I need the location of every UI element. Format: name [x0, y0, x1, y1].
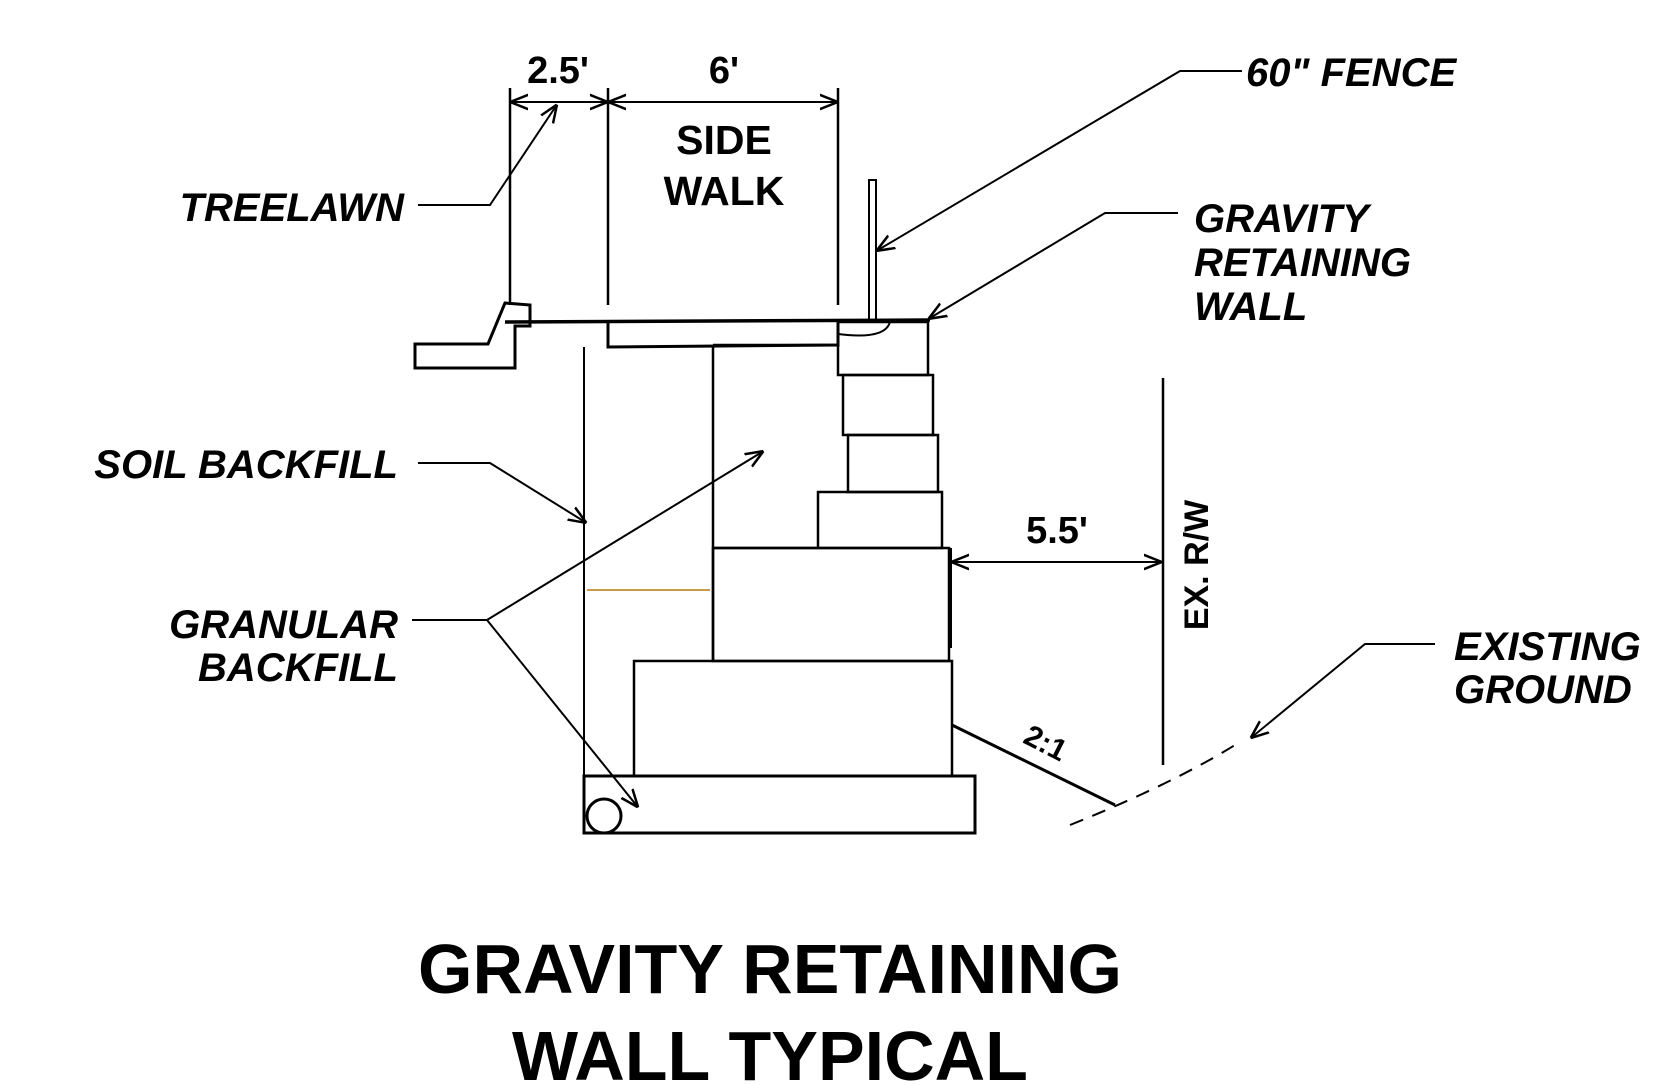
existing-ground-line [1069, 744, 1236, 826]
row-label: EX. R/W [1178, 499, 1216, 630]
treelawn-dimension: 2.5' [527, 50, 589, 92]
curb [413, 301, 532, 370]
gravity-wall-blocks [582, 320, 977, 835]
title-line2: WALL TYPICAL [512, 1017, 1028, 1085]
granular-backfill-label-line1: GRANULAR [169, 603, 398, 647]
granular-backfill-label-line2: BACKFILL [198, 646, 398, 690]
slope-line [951, 723, 1116, 807]
fence-post [868, 179, 877, 321]
dimension-lines [508, 88, 1236, 826]
soil-backfill-label: SOIL BACKFILL [94, 443, 398, 487]
fence-label: 60" FENCE [1246, 51, 1457, 95]
sidewalk-dimension: 6' [709, 50, 739, 92]
title-line1: GRAVITY RETAINING [418, 930, 1122, 1008]
sidewalk-label-line2: WALK [664, 168, 785, 214]
existing-ground-label-line1: EXISTING [1454, 625, 1641, 669]
text-labels: 2.5' 6' SIDE WALK TREELAWN 60" FENCE GRA… [94, 50, 1640, 1085]
sidewalk-slab [504, 318, 931, 324]
leaders [412, 70, 1435, 806]
treelawn-label: TREELAWN [180, 186, 406, 230]
gravity-wall-label-line1: GRAVITY [1194, 197, 1372, 241]
structure [413, 179, 977, 835]
sidewalk-label-line1: SIDE [676, 117, 772, 163]
drain-pipe [585, 797, 623, 835]
gravity-wall-label-line3: WALL [1194, 285, 1307, 329]
offset-dimension: 5.5' [1026, 510, 1088, 552]
footing [582, 774, 977, 835]
existing-ground-label-line2: GROUND [1454, 668, 1632, 712]
gravity-wall-label-line2: RETAINING [1194, 241, 1411, 285]
